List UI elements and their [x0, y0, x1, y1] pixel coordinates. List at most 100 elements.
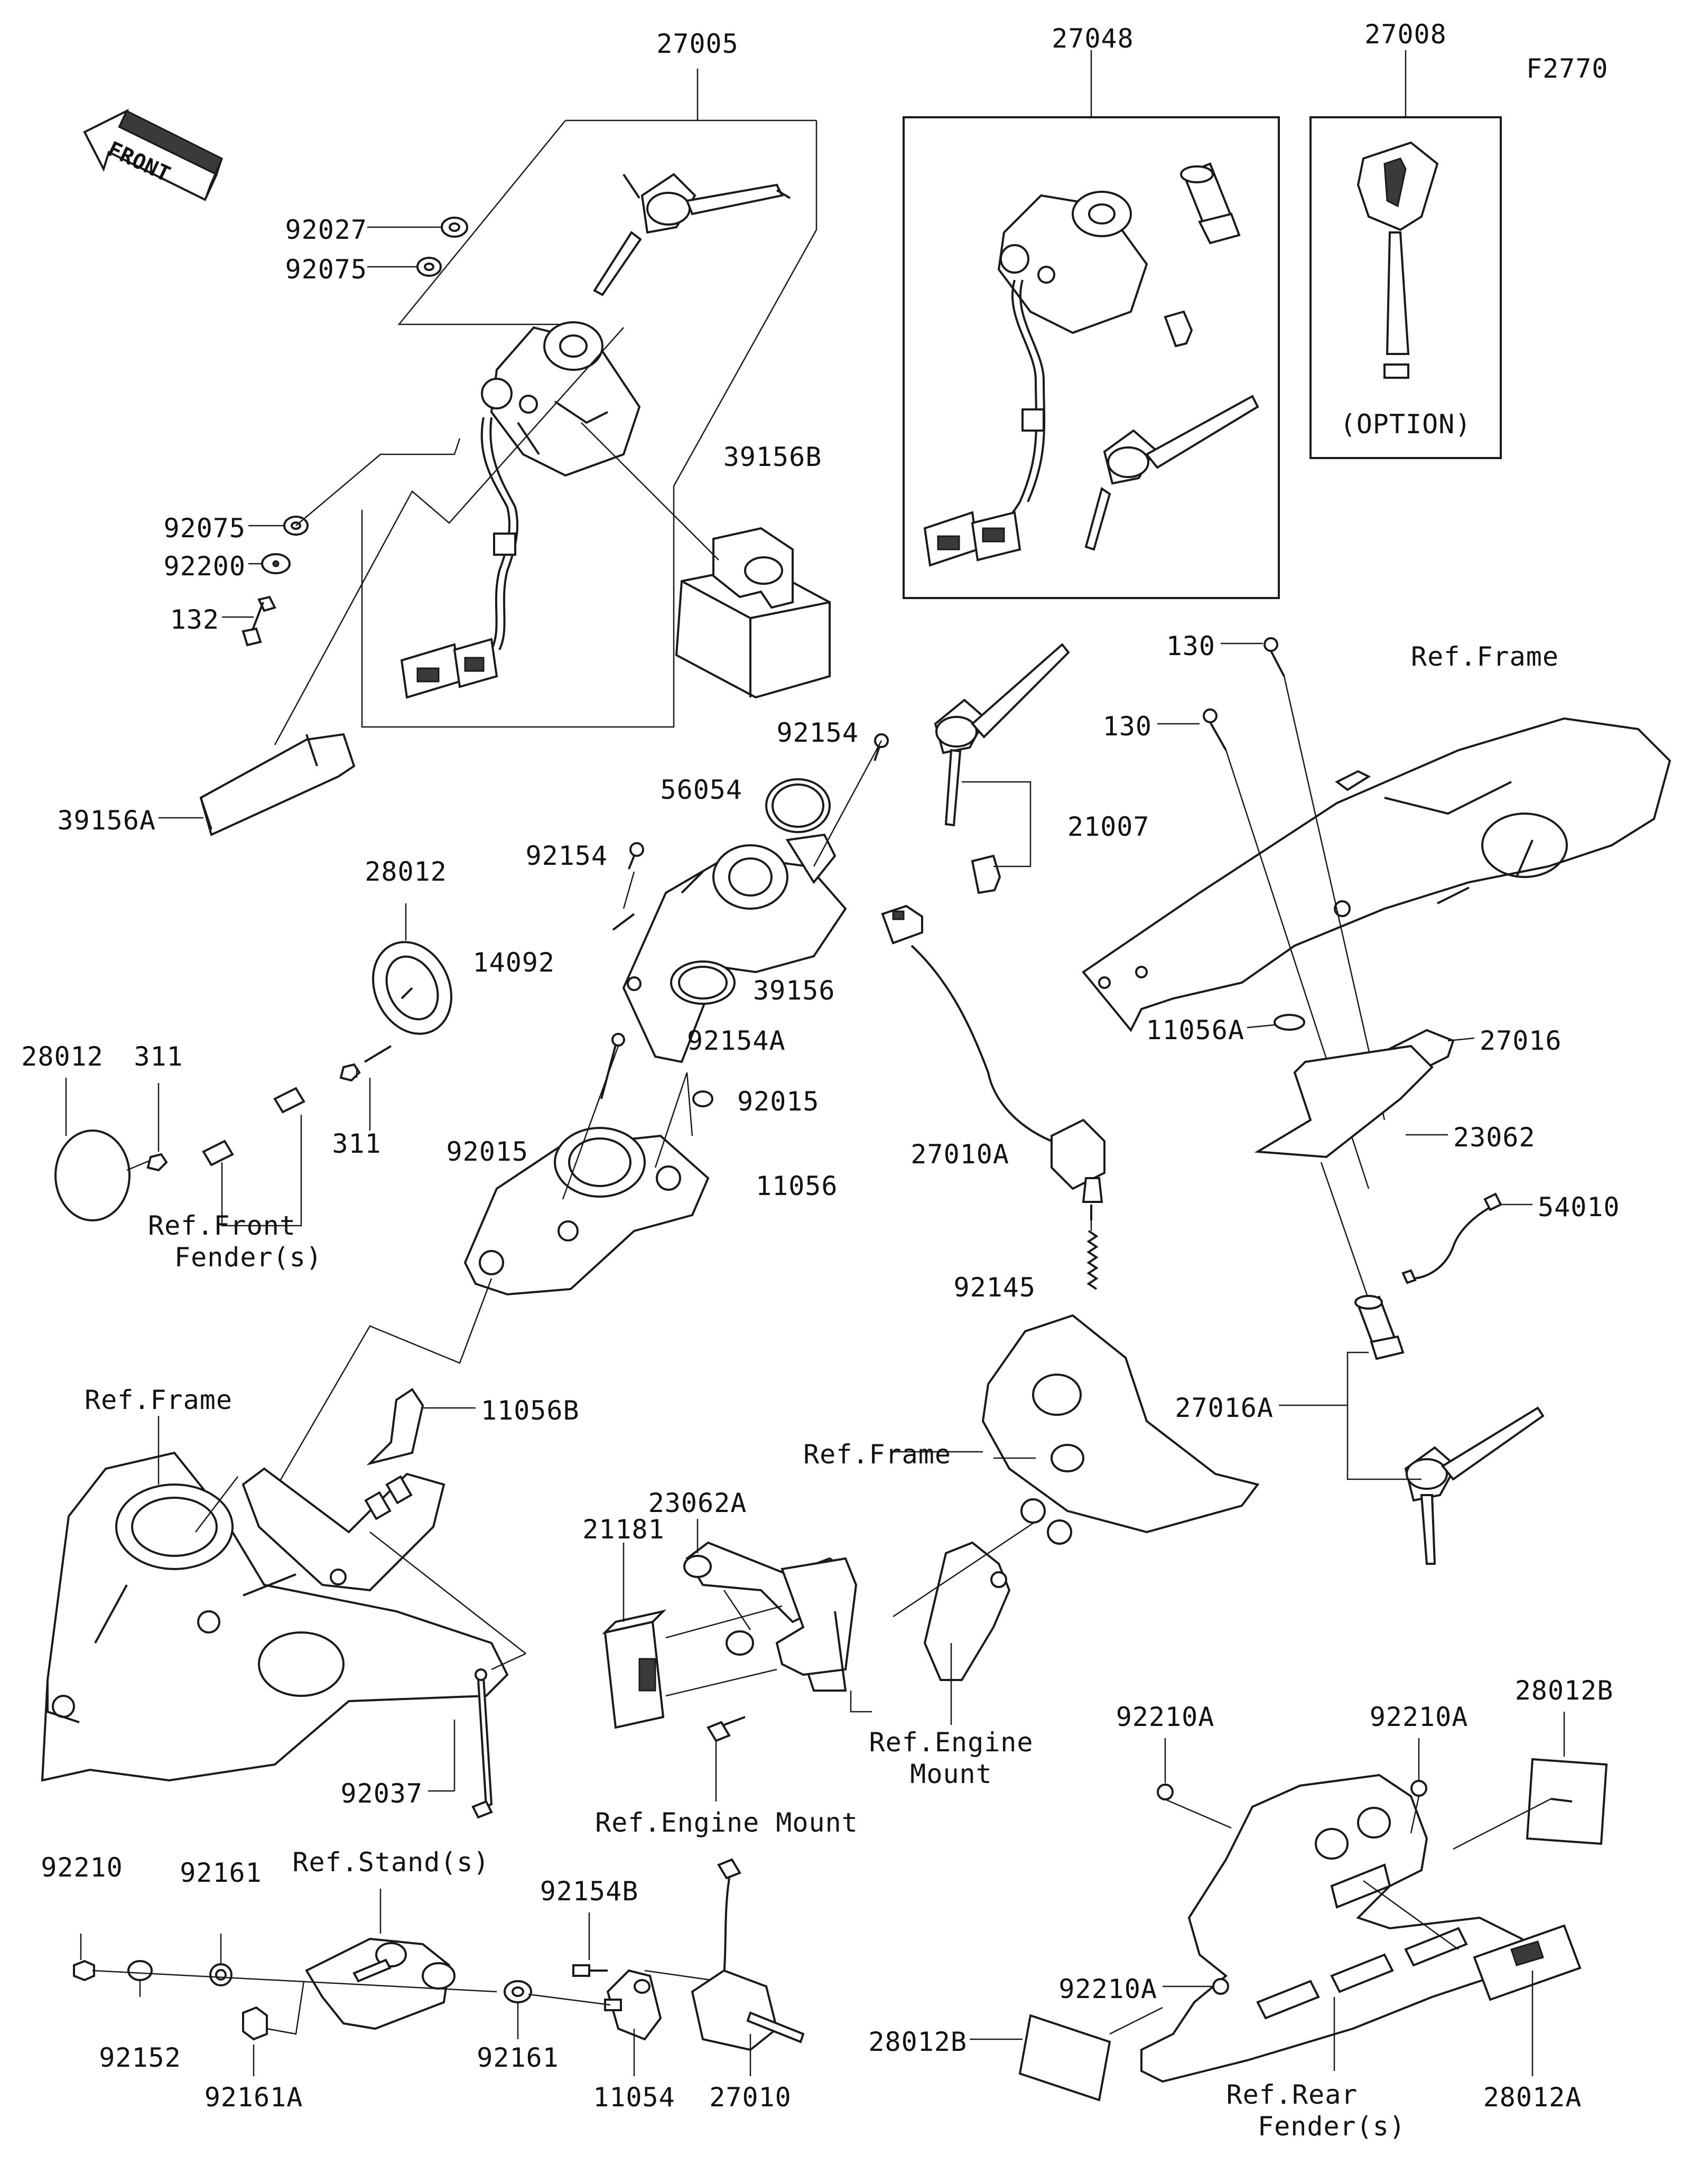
washers-left-group — [222, 217, 468, 647]
misc-leaders — [195, 1451, 983, 1533]
label-27010: 27010 — [709, 2082, 792, 2113]
ref-rear-fender-line1: Ref.Rear — [1226, 2079, 1358, 2110]
rubber-39156b-drawing — [675, 527, 831, 699]
label-21181: 21181 — [582, 1514, 665, 1545]
label-92154a: 92154A — [687, 1025, 786, 1056]
label-27010a: 27010A — [910, 1139, 1009, 1170]
plate-28012a-drawing — [1473, 1924, 1582, 2076]
label-92015-right: 92015 — [737, 1086, 820, 1117]
label-92015-left: 92015 — [446, 1136, 528, 1167]
label-27016a: 27016A — [1175, 1393, 1274, 1423]
option-label: (OPTION) — [1340, 409, 1472, 440]
label-92075-upper: 92075 — [285, 254, 367, 285]
label-92027: 92027 — [285, 214, 367, 245]
gasket-39156-drawing — [670, 960, 736, 1005]
ref-rear-fender-line2: Fender(s) — [1258, 2111, 1406, 2142]
label-28012-right: 28012 — [365, 856, 447, 887]
label-92145: 92145 — [953, 1272, 1036, 1303]
bracket-23062-drawing — [1247, 1014, 1448, 1300]
label-92154-lower: 92154 — [525, 841, 608, 871]
label-92200: 92200 — [163, 551, 246, 582]
cover-14092-drawing — [612, 833, 847, 1063]
stand-group-drawing — [73, 1889, 532, 2076]
gasket-56054-drawing — [765, 778, 831, 833]
lock-27016a-drawing — [1279, 1295, 1545, 1565]
figure-code: F2770 — [1526, 53, 1609, 84]
label-92154-upper: 92154 — [776, 717, 859, 748]
switch-27010a-drawing — [881, 904, 1105, 1290]
ref-frame-mid: Ref.Frame — [803, 1439, 951, 1470]
label-92037: 92037 — [340, 1778, 423, 1809]
connector-27005-drawing — [400, 638, 498, 699]
label-92161-right: 92161 — [477, 2042, 559, 2073]
label-39156: 39156 — [753, 975, 835, 1006]
label-11056: 11056 — [756, 1171, 838, 1201]
label-92210a-lower: 92210A — [1058, 1974, 1157, 2004]
ref-engine-mount-a: Ref.Engine Mount — [856, 1726, 1046, 1790]
ignition-cylinder-27005-drawing — [481, 321, 641, 477]
engine-mount-bracket-drawing — [893, 1520, 1036, 1725]
label-27008: 27008 — [1364, 19, 1447, 50]
label-92210: 92210 — [41, 1852, 123, 1883]
ref-front-fender-line1: Ref.Front — [148, 1210, 296, 1241]
ignition-switch-set-27005 — [361, 69, 831, 728]
front-direction-arrow — [83, 108, 223, 201]
rear-fender-drawing — [1140, 1738, 1523, 2083]
label-92210a-left: 92210A — [1116, 1702, 1215, 1732]
label-27048: 27048 — [1052, 23, 1134, 54]
label-92210a-right: 92210A — [1369, 1702, 1469, 1732]
label-130-lower: 130 — [1102, 711, 1152, 742]
ref-frame-left: Ref.Frame — [85, 1385, 233, 1415]
cable-54010-drawing — [1401, 1192, 1532, 1284]
ref-engine-mount-a-line2: Mount — [910, 1759, 992, 1789]
bracket-23062a-drawing — [683, 1519, 872, 1713]
nuts-311-group — [146, 1045, 392, 1227]
label-56054: 56054 — [660, 774, 742, 805]
switch-11054-drawing — [528, 1912, 719, 2076]
relay-21181-drawing — [601, 1543, 783, 1729]
label-28012b-lower: 28012B — [868, 2027, 967, 2057]
label-23062: 23062 — [1453, 1122, 1536, 1153]
bracket-11056-drawing — [274, 1046, 710, 1490]
label-92161a: 92161A — [204, 2082, 303, 2113]
label-132: 132 — [170, 604, 219, 635]
label-92152: 92152 — [99, 2042, 181, 2073]
frame-left-drawing — [41, 1416, 526, 1819]
key-21007-drawing — [934, 643, 1070, 894]
ref-front-fender: Ref.Front Fender(s) — [143, 1210, 322, 1273]
frame-top-right-drawing — [1082, 637, 1671, 1189]
key-blank-27008 — [1309, 50, 1502, 459]
label-11056b: 11056B — [481, 1395, 580, 1426]
label-23062a: 23062A — [648, 1488, 747, 1518]
label-28012-left: 28012 — [21, 1041, 104, 1072]
ref-rear-fender: Ref.Rear Fender(s) — [1205, 2079, 1427, 2142]
reflector-28012b-upper-drawing — [1453, 1712, 1608, 1850]
label-11056a: 11056A — [1146, 1015, 1244, 1046]
ref-stand: Ref.Stand(s) — [292, 1847, 490, 1878]
switch-27010-drawing — [691, 1858, 805, 2076]
bracket-11056b-drawing — [241, 1388, 476, 1592]
label-92161-left: 92161 — [180, 1858, 262, 1888]
ref-engine-mount-b: Ref.Engine Mount — [595, 1807, 858, 1838]
key-set-27048 — [903, 50, 1280, 599]
label-92154b: 92154B — [540, 1876, 639, 1907]
ref-front-fender-line2: Fender(s) — [174, 1242, 322, 1273]
ref-engine-mount-a-line1: Ref.Engine — [869, 1727, 1034, 1758]
label-92075-lower: 92075 — [163, 513, 246, 544]
label-130-upper: 130 — [1166, 631, 1215, 661]
frame-center-drawing — [981, 1314, 1260, 1545]
label-311-left: 311 — [134, 1041, 183, 1072]
reflector-28012-drawing — [54, 903, 452, 1221]
label-28012b-upper: 28012B — [1515, 1675, 1614, 1706]
label-39156a: 39156A — [57, 805, 156, 836]
label-11054: 11054 — [593, 2082, 675, 2113]
label-28012a: 28012A — [1483, 2082, 1582, 2113]
ref-frame-top: Ref.Frame — [1411, 641, 1559, 672]
label-27016: 27016 — [1480, 1025, 1562, 1056]
label-54010: 54010 — [1538, 1192, 1620, 1222]
label-27005: 27005 — [656, 29, 739, 59]
label-21007: 21007 — [1067, 811, 1150, 842]
reflector-28012b-lower-drawing — [970, 2006, 1163, 2102]
bolt-engine-mount-drawing — [707, 1716, 746, 1802]
